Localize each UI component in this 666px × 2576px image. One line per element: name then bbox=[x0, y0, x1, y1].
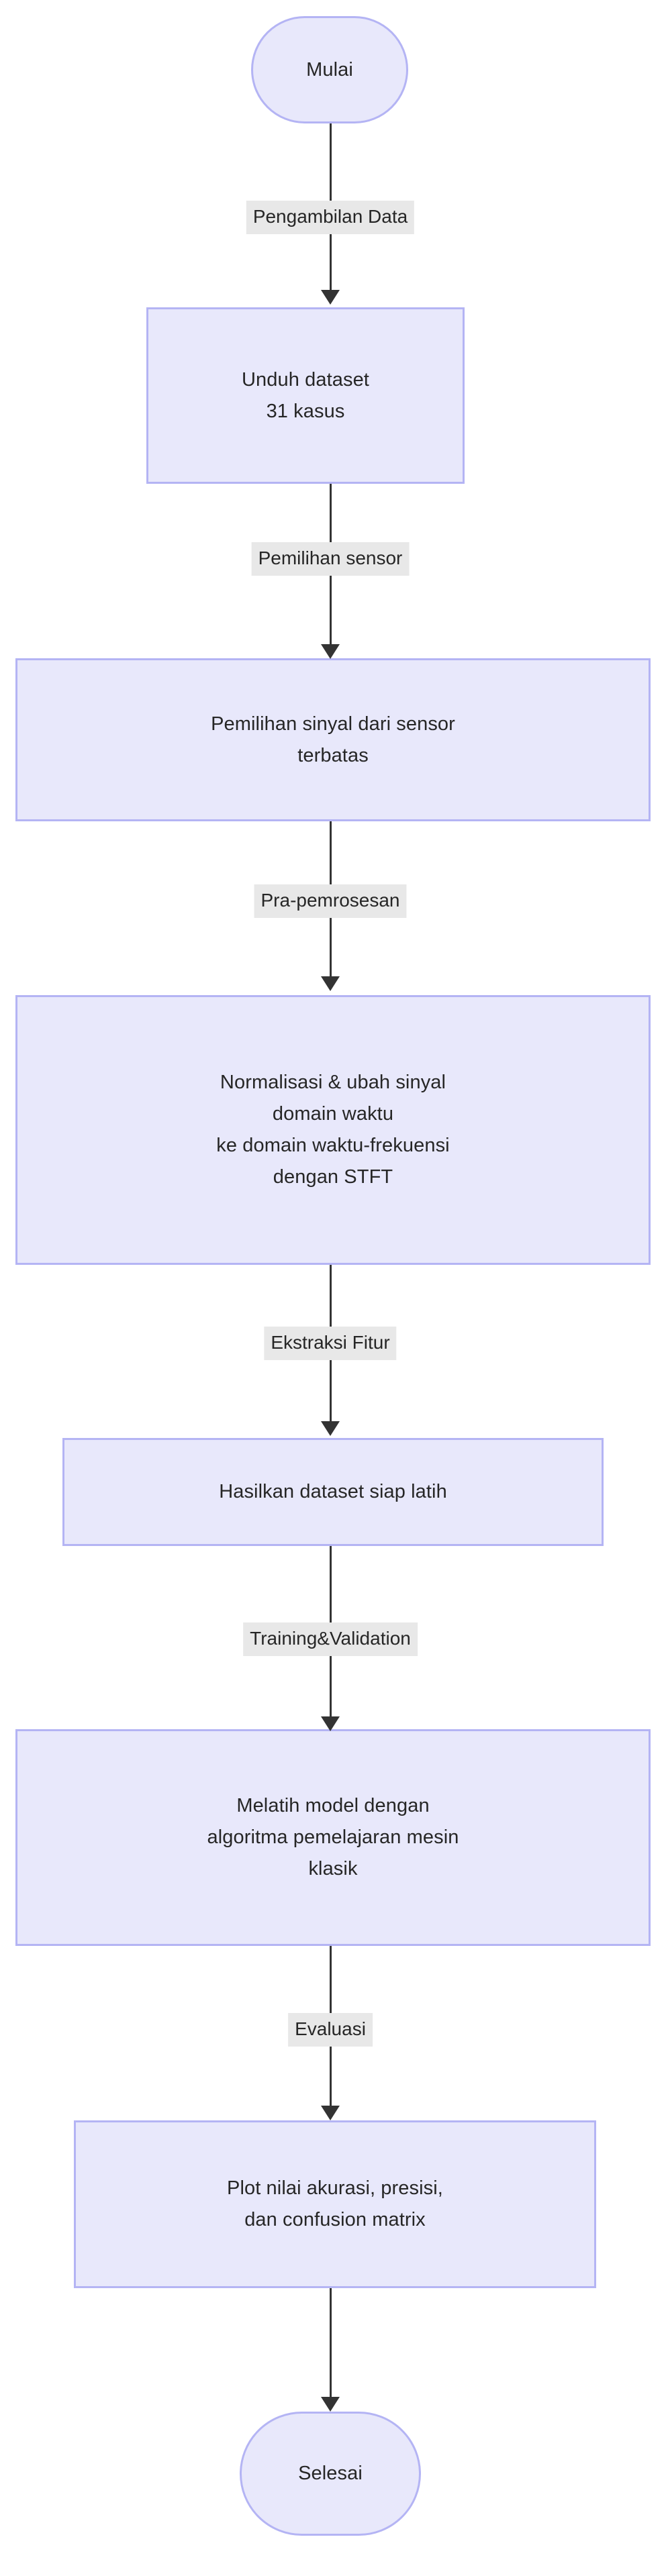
node-label: Normalisasi & ubah sinyal domain waktu k… bbox=[216, 1072, 450, 1188]
node-end-selesai[interactable]: Selesai bbox=[240, 2412, 421, 2536]
arrowhead-start-to-download bbox=[321, 290, 340, 305]
node-label: Unduh dataset 31 kasus bbox=[242, 368, 369, 422]
node-label: Plot nilai akurasi, presisi, dan confusi… bbox=[227, 2177, 443, 2230]
arrowhead-signalselect-to-preprocess bbox=[321, 976, 340, 991]
edge-label-evaluasi: Evaluasi bbox=[288, 2013, 373, 2047]
node-label: Melatih model dengan algoritma pemelajar… bbox=[207, 1795, 459, 1879]
edge-label-text: Pengambilan Data bbox=[252, 206, 408, 227]
connector-evaluate-to-end bbox=[330, 2288, 332, 2399]
edge-label-text: Pra-pemrosesan bbox=[260, 890, 400, 911]
arrowhead-evaluate-to-end bbox=[321, 2397, 340, 2412]
edge-label-pemilihan-sensor: Pemilihan sensor bbox=[251, 542, 410, 576]
edge-label-text: Evaluasi bbox=[295, 2018, 366, 2039]
arrowhead-preprocess-to-dataset bbox=[321, 1421, 340, 1436]
arrowhead-train-to-evaluate bbox=[321, 2106, 340, 2120]
node-hasilkan-dataset[interactable]: Hasilkan dataset siap latih bbox=[62, 1438, 604, 1546]
node-label: Selesai bbox=[298, 2463, 363, 2485]
node-normalisasi-stft[interactable]: Normalisasi & ubah sinyal domain waktu k… bbox=[15, 995, 651, 1265]
edge-label-ekstraksi-fitur: Ekstraksi Fitur bbox=[264, 1327, 397, 1360]
edge-label-text: Ekstraksi Fitur bbox=[271, 1332, 390, 1353]
node-melatih-model[interactable]: Melatih model dengan algoritma pemelajar… bbox=[15, 1729, 651, 1946]
edge-label-pengambilan-data: Pengambilan Data bbox=[246, 201, 415, 234]
node-label: Hasilkan dataset siap latih bbox=[219, 1481, 447, 1503]
edge-label-text: Training&Validation bbox=[250, 1628, 411, 1649]
node-label: Pemilihan sinyal dari sensor terbatas bbox=[211, 713, 455, 766]
node-plot-evaluasi[interactable]: Plot nilai akurasi, presisi, dan confusi… bbox=[74, 2120, 596, 2288]
node-pemilihan-sinyal[interactable]: Pemilihan sinyal dari sensor terbatas bbox=[15, 658, 651, 821]
arrowhead-download-to-signalselect bbox=[321, 644, 340, 659]
edge-label-text: Pemilihan sensor bbox=[258, 548, 403, 568]
arrowhead-dataset-to-train bbox=[321, 1716, 340, 1731]
node-start-mulai[interactable]: Mulai bbox=[251, 16, 408, 123]
node-label: Mulai bbox=[306, 58, 353, 81]
edge-label-training-validation: Training&Validation bbox=[243, 1622, 418, 1656]
node-unduh-dataset[interactable]: Unduh dataset 31 kasus bbox=[146, 307, 465, 484]
edge-label-pra-pemrosesan: Pra-pemrosesan bbox=[254, 884, 407, 918]
